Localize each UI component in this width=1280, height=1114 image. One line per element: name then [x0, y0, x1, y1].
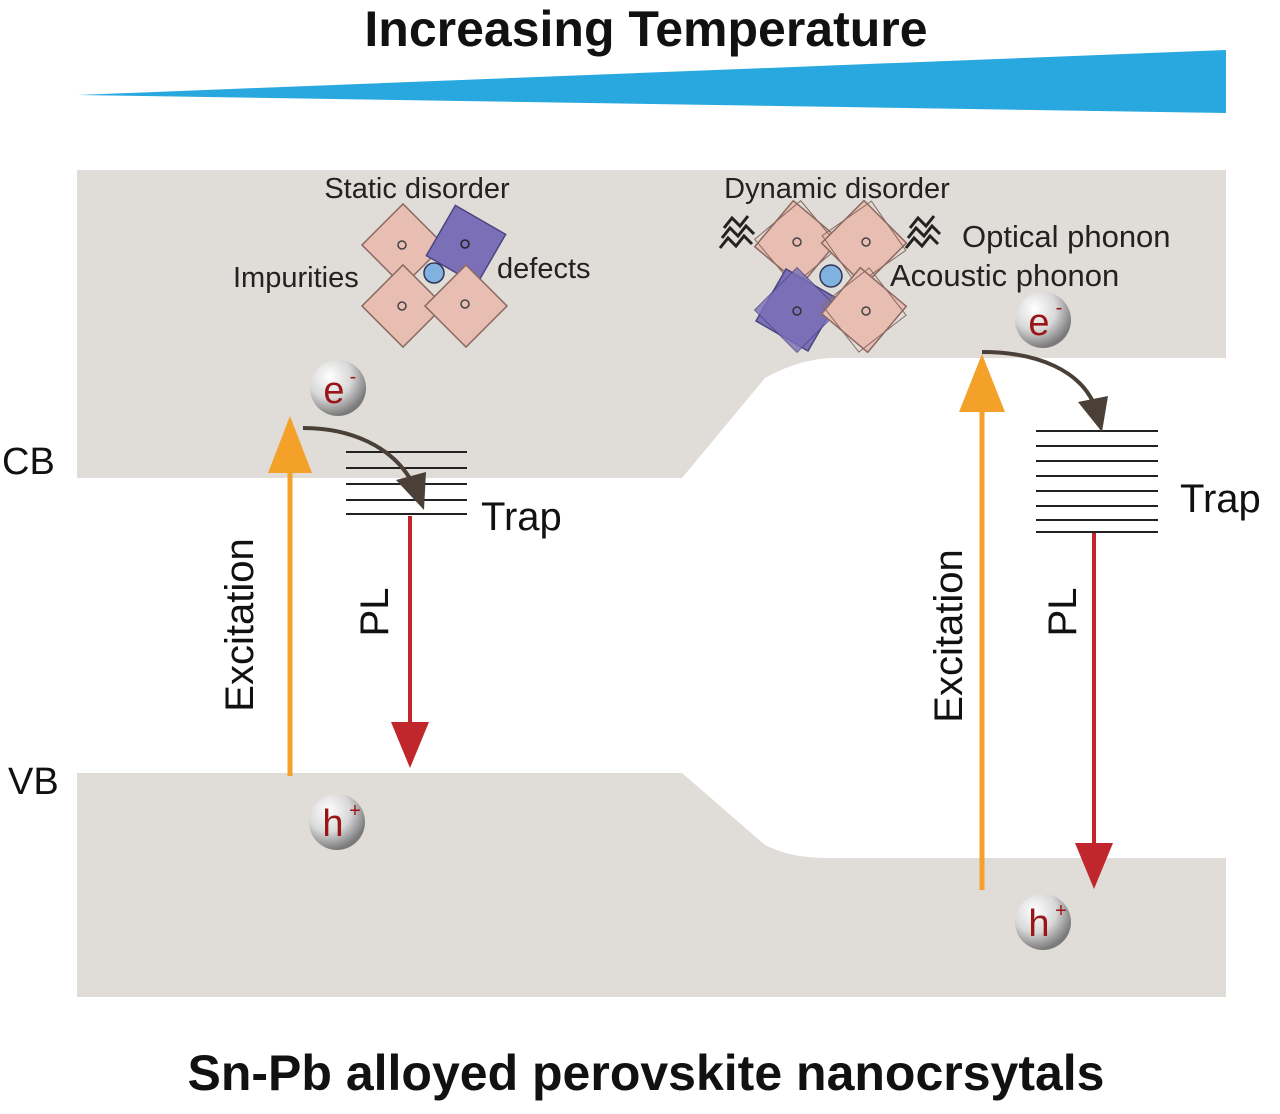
static-disorder-label: Static disorder — [324, 173, 510, 205]
dynamic-disorder-label: Dynamic disorder — [724, 173, 950, 205]
right-trap-label: Trap — [1180, 477, 1261, 521]
right-trap-levels — [1036, 430, 1158, 533]
defects-label: defects — [497, 253, 591, 285]
right-transfer-arrow — [981, 350, 1096, 405]
phonon-vibration-icon — [904, 215, 942, 249]
left-electron-symbol: e — [323, 370, 344, 412]
right-transfer-arrowhead — [1078, 396, 1108, 432]
right-hole-symbol: h — [1028, 903, 1049, 945]
left-hole-charge: + — [349, 800, 361, 822]
left-hole-symbol: h — [322, 803, 343, 845]
optical-phonon-label: Optical phonon — [962, 219, 1171, 254]
impurities-label: Impurities — [233, 262, 359, 294]
right-pl-label: PL — [1041, 588, 1085, 637]
left-transfer-arrow — [302, 426, 414, 483]
left-electron: e - — [310, 360, 366, 416]
cb-label: CB — [2, 441, 55, 483]
left-pl-arrowhead — [391, 722, 429, 768]
right-excitation-arrowhead — [959, 354, 1005, 412]
left-pl-label: PL — [353, 588, 397, 637]
static-octahedra-cluster — [360, 202, 509, 349]
left-excitation-arrowhead — [268, 416, 312, 473]
title: Increasing Temperature — [364, 1, 927, 57]
phonon-vibration-icon — [718, 215, 756, 249]
left-hole: h + — [309, 794, 365, 850]
left-transfer-arrowhead — [396, 472, 426, 510]
acoustic-phonon-label: Acoustic phonon — [890, 258, 1119, 293]
caption: Sn-Pb alloyed perovskite nanocrsytals — [188, 1045, 1105, 1101]
right-electron: e - — [1015, 292, 1071, 348]
vb-label: VB — [8, 761, 59, 803]
right-excitation-label: Excitation — [927, 549, 971, 722]
right-pl-arrowhead — [1075, 843, 1113, 889]
left-trap-label: Trap — [481, 495, 562, 539]
valence-band-region — [77, 773, 1226, 997]
right-electron-symbol: e — [1028, 302, 1049, 344]
right-hole-charge: + — [1055, 900, 1067, 922]
dynamic-octahedra-cluster — [753, 199, 908, 354]
temperature-wedge — [78, 50, 1226, 113]
right-hole: h + — [1015, 894, 1071, 950]
left-excitation-label: Excitation — [218, 538, 262, 711]
left-electron-charge: - — [350, 366, 357, 388]
right-electron-charge: - — [1056, 297, 1063, 319]
